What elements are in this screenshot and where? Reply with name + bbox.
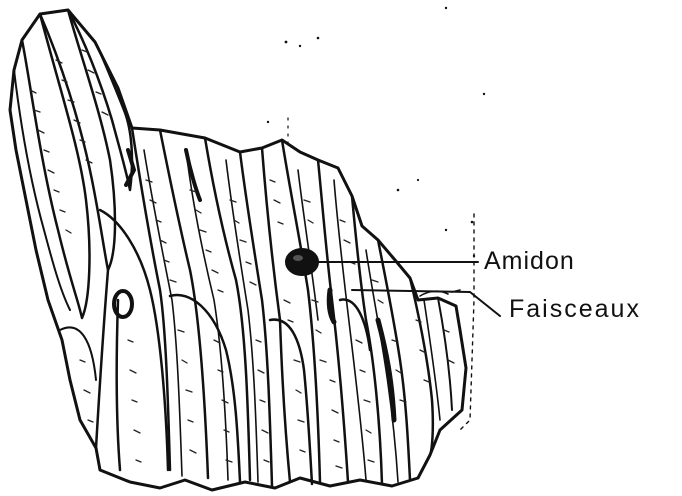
- vessel-dark-3: [186, 150, 200, 200]
- fiber-10: [378, 240, 410, 480]
- left-lobe-2: [40, 10, 115, 270]
- starch-granule: [286, 249, 318, 275]
- starch-granule-highlight: [293, 255, 303, 261]
- arch-1: [100, 210, 168, 470]
- specks: [267, 7, 485, 257]
- fiber-12: [438, 298, 452, 410]
- fiber-4: [205, 138, 250, 480]
- label-amidon: Amidon: [484, 249, 575, 274]
- fiber-11: [410, 278, 433, 455]
- arch-4: [340, 300, 370, 350]
- arch-3: [270, 320, 312, 484]
- label-faisceaux: Faisceaux: [509, 297, 641, 322]
- fiber-inner-f: [366, 250, 398, 482]
